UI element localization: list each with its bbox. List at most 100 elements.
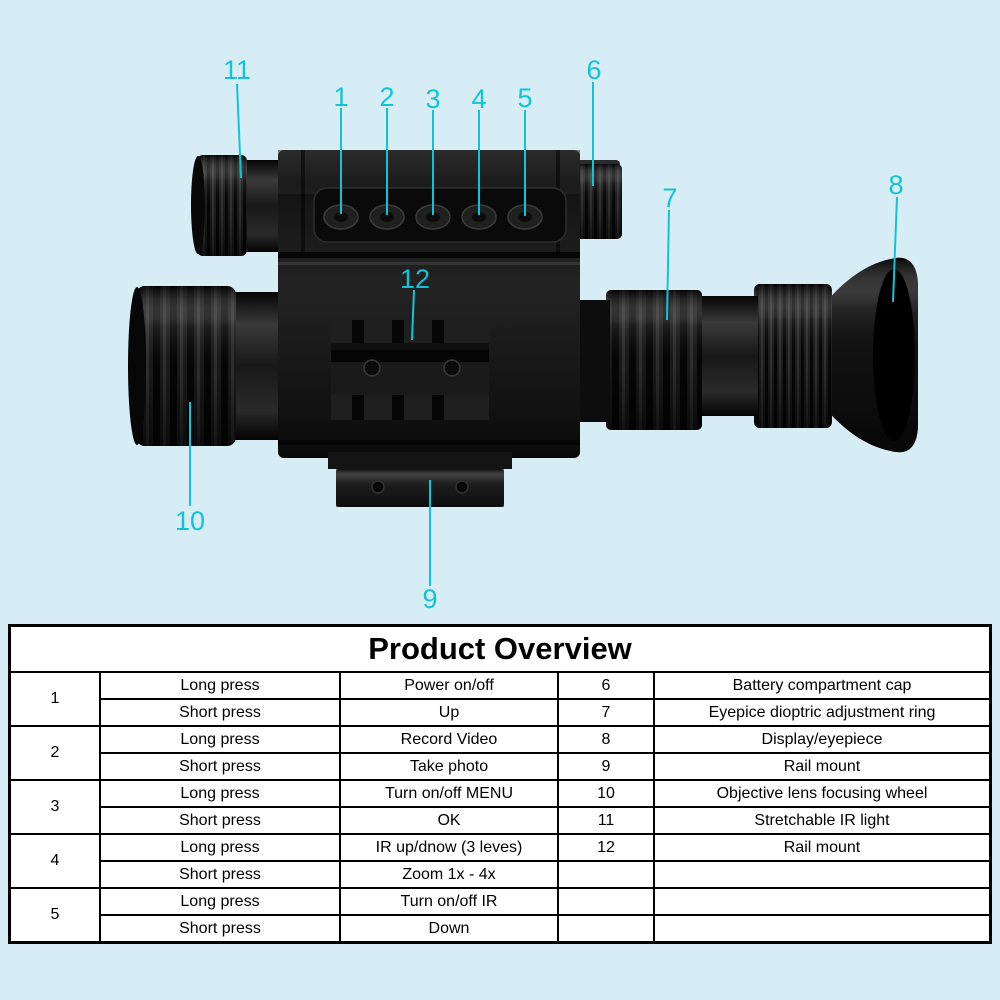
- press-cell: Long press: [99, 833, 339, 860]
- objective-barrel: [128, 286, 290, 446]
- callout-1: 1: [333, 82, 348, 112]
- bottom-rail-screw: [371, 480, 385, 494]
- bottom-rail-shade: [336, 469, 504, 507]
- body-bottom-groove: [278, 440, 580, 445]
- callout-line-8: [892, 196, 898, 303]
- focusing-wheel-shade: [136, 286, 236, 446]
- press-cell: Long press: [99, 671, 339, 698]
- callout-7: 7: [662, 183, 677, 213]
- action-cell: Turn on/off MENU: [339, 779, 557, 806]
- objective-lens: [128, 287, 146, 445]
- button-row: [323, 204, 543, 230]
- action-cell: Down: [339, 914, 557, 941]
- left-num-cell: 4: [11, 833, 99, 887]
- body-top-face: [278, 150, 580, 194]
- ir-toggle-button-glyph: [518, 212, 532, 222]
- record-button-glyph: [380, 212, 394, 222]
- callout-line-12: [411, 289, 415, 341]
- body-seam-left: [301, 150, 305, 254]
- press-cell: Long press: [99, 887, 339, 914]
- side-rail-notch: [432, 395, 444, 420]
- right-num-cell: 7: [557, 698, 653, 725]
- eyecup-lock-ring-shade: [754, 284, 832, 428]
- action-cell: Record Video: [339, 725, 557, 752]
- desc-cell: Battery compartment cap: [653, 671, 989, 698]
- action-cell: Power on/off: [339, 671, 557, 698]
- left-num-cell: 3: [11, 779, 99, 833]
- callout-5: 5: [517, 83, 532, 113]
- right-num-cell: 11: [557, 806, 653, 833]
- left-num-cell: 5: [11, 887, 99, 941]
- table-grid: 1 Long press Power on/off 6 Battery comp…: [11, 671, 989, 941]
- eyepiece-assembly: [576, 257, 918, 453]
- table-title: Product Overview: [368, 631, 632, 666]
- action-cell: IR up/dnow (3 leves): [339, 833, 557, 860]
- action-cell: Up: [339, 698, 557, 725]
- callout-8: 8: [888, 170, 903, 200]
- side-rail-mid: [331, 362, 489, 395]
- desc-cell: Display/eyepiece: [653, 725, 989, 752]
- device: [128, 150, 918, 507]
- right-num-cell: [557, 887, 653, 914]
- press-cell: Long press: [99, 779, 339, 806]
- desc-cell: Rail mount: [653, 833, 989, 860]
- body-groove-highlight: [278, 262, 580, 265]
- callout-9: 9: [422, 584, 437, 614]
- callout-11: 11: [223, 55, 251, 85]
- side-rail-notch: [392, 395, 404, 420]
- side-rail-top-slat: [331, 320, 489, 343]
- callout-3: 3: [425, 84, 440, 114]
- callout-12: 12: [400, 264, 430, 294]
- power-button-glyph: [334, 212, 348, 222]
- callout-6: 6: [586, 55, 601, 85]
- action-cell: Zoom 1x - 4x: [339, 860, 557, 887]
- right-num-cell: 10: [557, 779, 653, 806]
- action-cell: OK: [339, 806, 557, 833]
- callout-labels: 11 1 2 3 4 5 6 7 8 12 10 9: [175, 55, 904, 614]
- callout-line-7: [666, 209, 670, 321]
- right-num-cell: [557, 860, 653, 887]
- eyepiece-tube: [698, 296, 758, 416]
- action-cell: Take photo: [339, 752, 557, 779]
- right-num-cell: 6: [557, 671, 653, 698]
- right-num-cell: 8: [557, 725, 653, 752]
- eyepiece-connector: [576, 300, 610, 422]
- desc-cell: [653, 887, 989, 914]
- press-cell: Short press: [99, 806, 339, 833]
- side-rail-mount: [331, 320, 489, 420]
- eyecup-opening: [873, 269, 915, 441]
- side-rail-notch: [352, 395, 364, 420]
- press-cell: Long press: [99, 725, 339, 752]
- bottom-rail-screw: [455, 480, 469, 494]
- side-rail-screw: [443, 359, 461, 377]
- press-cell: Short press: [99, 698, 339, 725]
- desc-cell: Rail mount: [653, 752, 989, 779]
- left-num-cell: 1: [11, 671, 99, 725]
- callout-lines: [189, 82, 898, 586]
- desc-cell: [653, 860, 989, 887]
- callout-4: 4: [471, 84, 486, 114]
- side-rail-slot: [331, 350, 489, 362]
- desc-cell: Eyepice dioptric adjustment ring: [653, 698, 989, 725]
- action-cell: Turn on/off IR: [339, 887, 557, 914]
- side-rail-notch: [352, 320, 364, 343]
- ir-light-shade: [197, 155, 247, 256]
- overview-table: Product Overview 1 Long press Power on/o…: [8, 624, 992, 944]
- desc-cell: Objective lens focusing wheel: [653, 779, 989, 806]
- desc-cell: [653, 914, 989, 941]
- callout-2: 2: [379, 82, 394, 112]
- body-groove: [278, 252, 580, 258]
- bottom-rail-plate: [328, 452, 512, 469]
- callout-10: 10: [175, 506, 205, 536]
- bottom-rail-mount: [328, 452, 512, 507]
- right-num-cell: 12: [557, 833, 653, 860]
- side-rail-screw: [363, 359, 381, 377]
- right-num-cell: 9: [557, 752, 653, 779]
- press-cell: Short press: [99, 860, 339, 887]
- desc-cell: Stretchable IR light: [653, 806, 989, 833]
- right-num-cell: [557, 914, 653, 941]
- ir-level-button-glyph: [472, 212, 486, 222]
- press-cell: Short press: [99, 914, 339, 941]
- ir-light-lens: [191, 156, 205, 254]
